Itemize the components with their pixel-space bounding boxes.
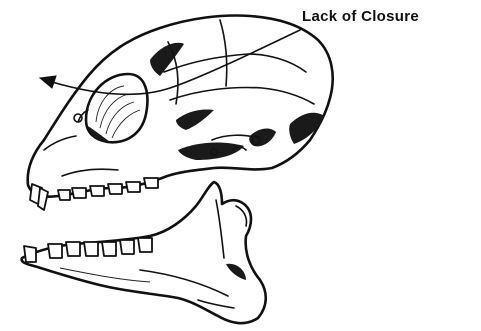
cranium <box>28 16 333 211</box>
mandible <box>22 182 266 323</box>
lack-of-closure-label: Lack of Closure <box>302 8 419 25</box>
